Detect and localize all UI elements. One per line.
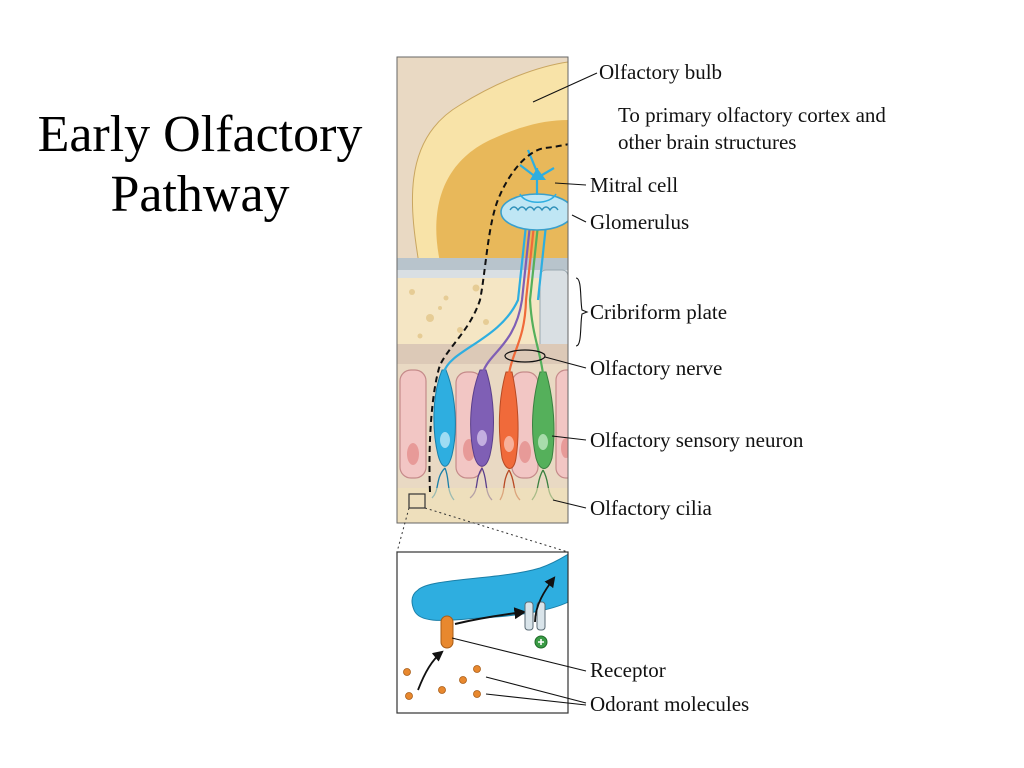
signal-pathway-arrow <box>428 143 568 493</box>
inset-panel <box>397 552 568 713</box>
main-panel <box>397 57 568 523</box>
neuron-green <box>532 371 555 469</box>
neuron-purple <box>470 369 494 467</box>
olfactory-nerve-axons <box>442 224 548 375</box>
neuron-blue <box>433 369 456 467</box>
label-odorant-molecules: Odorant molecules <box>590 692 749 716</box>
label-cortex-line-1: To primary olfactory cortex and <box>618 103 886 127</box>
olfactory-sensory-neurons <box>433 369 555 469</box>
leader-lines <box>451 72 598 706</box>
label-glomerulus: Glomerulus <box>590 210 689 234</box>
label-olfactory-cilia: Olfactory cilia <box>590 496 713 520</box>
slide-title: Early Olfactory Pathway <box>0 105 400 225</box>
ion-channel <box>524 576 556 649</box>
inset-marker <box>408 493 426 509</box>
mitral-cell <box>519 149 557 204</box>
lamina-propria <box>397 344 568 364</box>
label-receptor: Receptor <box>590 658 666 682</box>
label-mitral-cell: Mitral cell <box>590 173 678 197</box>
label-cribriform-plate: Cribriform plate <box>590 300 727 324</box>
label-olfactory-bulb: Olfactory bulb <box>599 60 722 84</box>
mucus-layer <box>397 488 568 523</box>
label-olfactory-sensory-neuron: Olfactory sensory neuron <box>590 428 804 452</box>
olfactory-nerve-outline <box>504 349 546 363</box>
title-line-1: Early Olfactory <box>37 106 363 163</box>
glomerulus <box>500 193 568 231</box>
odorant-molecules <box>403 665 481 700</box>
label-olfactory-nerve: Olfactory nerve <box>590 356 722 380</box>
label-cortex-line-2: other brain structures <box>618 130 796 154</box>
receptor-protein <box>440 615 454 649</box>
title-line-2: Pathway <box>110 166 290 223</box>
